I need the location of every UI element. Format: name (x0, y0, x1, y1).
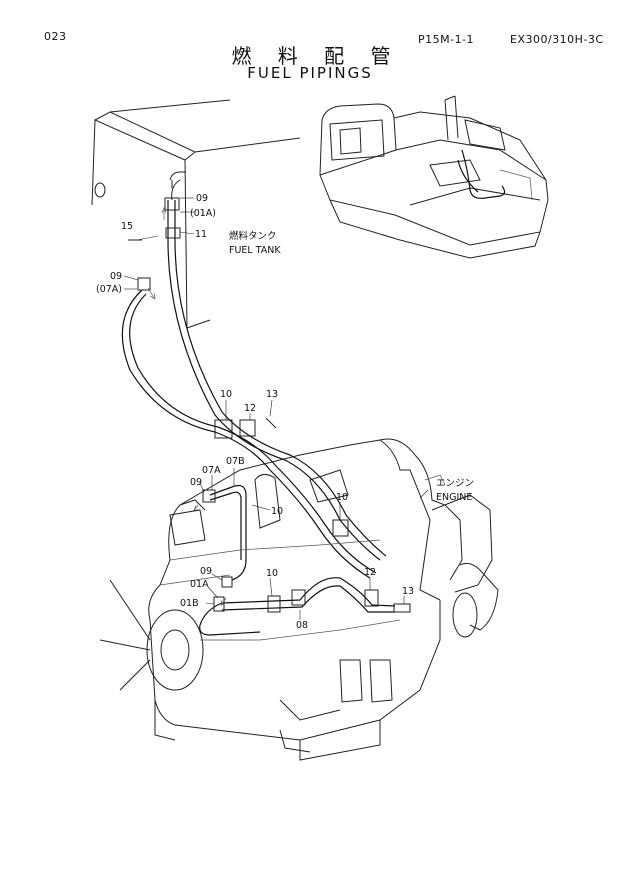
callout-15: 15 (121, 221, 133, 232)
callout-01b: 01B (180, 598, 199, 609)
callout-09: 09 (110, 271, 122, 282)
component-labels: 燃料タンク FUEL TANK エンジン ENGINE (229, 230, 474, 503)
callout-12: 12 (364, 567, 376, 578)
callouts: 09 (01A) 15 11 09 (07A) 10 12 13 09 07A … (96, 193, 414, 631)
fuel-tank (91, 99, 301, 329)
engine (99, 438, 499, 761)
callout-11: 11 (195, 229, 207, 240)
callout-10: 10 (266, 568, 278, 579)
fuel-hoses (121, 179, 411, 636)
page-number: 023 (44, 30, 67, 43)
callout-01a: 01A (190, 579, 209, 590)
callout-09: 09 (200, 566, 212, 577)
callout-13: 13 (266, 389, 278, 400)
callout-10: 10 (271, 506, 283, 517)
fuel-tank-label-en: FUEL TANK (229, 245, 281, 256)
callout-10: 10 (220, 389, 232, 400)
callout-07a: (07A) (96, 284, 122, 295)
callout-12: 12 (244, 403, 256, 414)
title-japanese: 燃 料 配 管 (231, 44, 401, 68)
excavator-overview (319, 95, 549, 259)
callout-01a: (01A) (190, 208, 216, 219)
callout-13: 13 (402, 586, 414, 597)
callout-07b: 07B (226, 456, 245, 467)
engine-label-jp: エンジン (436, 478, 474, 489)
section-code: P15M-1-1 (418, 33, 475, 46)
callout-09: 09 (196, 193, 208, 204)
callout-07a: 07A (202, 465, 221, 476)
leader-lines (123, 197, 429, 620)
callout-09: 09 (190, 477, 202, 488)
model-number: EX300/310H-3C (510, 33, 604, 46)
callout-10: 10 (336, 492, 348, 503)
engine-label-en: ENGINE (436, 492, 472, 503)
title-english: FUEL PIPINGS (247, 64, 373, 82)
fuel-tank-label-jp: 燃料タンク (229, 230, 277, 242)
callout-08: 08 (296, 620, 308, 631)
